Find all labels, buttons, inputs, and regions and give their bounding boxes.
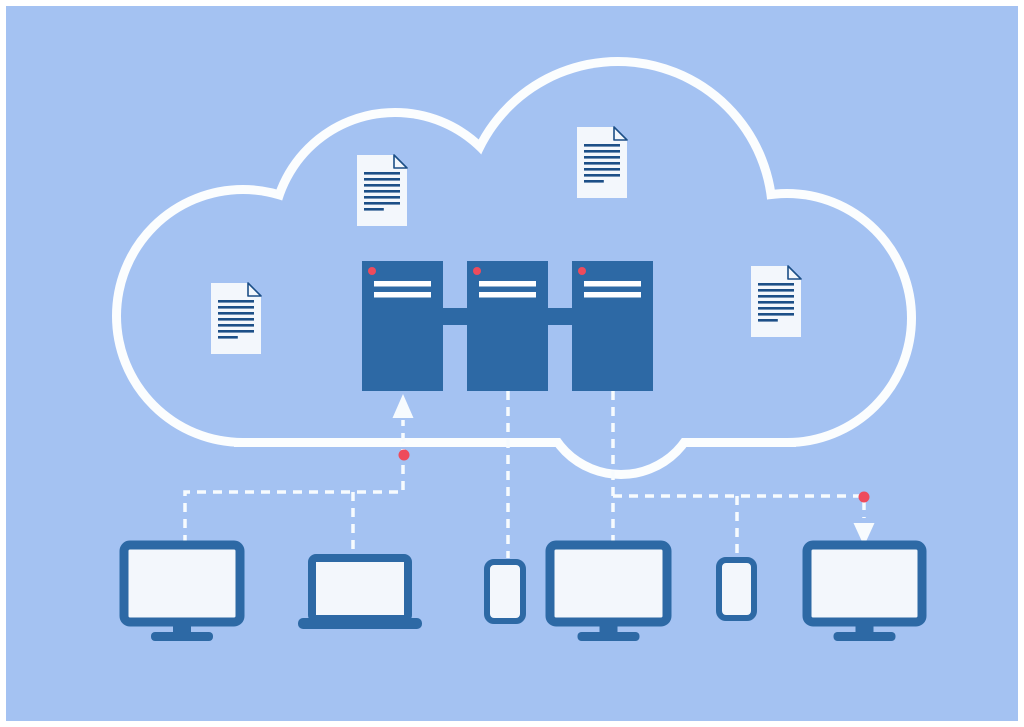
document-text-line <box>584 180 604 183</box>
desktop-monitor-icon-3 <box>802 540 927 641</box>
document-text-line <box>218 330 254 333</box>
monitor-screen <box>119 540 245 627</box>
connections <box>183 391 875 558</box>
monitor-base <box>833 632 896 641</box>
document-text-line <box>364 184 400 187</box>
monitor-base <box>151 632 213 641</box>
document-fold <box>613 126 628 141</box>
server-body <box>362 261 443 391</box>
document-icon-4 <box>751 265 802 337</box>
server-tower-1 <box>362 261 443 391</box>
server-stripe <box>374 292 431 298</box>
document-text-line <box>758 289 794 292</box>
document-text-line <box>218 300 254 303</box>
transfer-dot <box>858 491 870 503</box>
document-text-line <box>584 156 620 159</box>
server-connector <box>443 308 467 325</box>
server-stripe <box>584 281 641 287</box>
download-arrow-icon <box>853 523 875 546</box>
document-fold <box>393 154 408 169</box>
document-text-line <box>218 312 254 315</box>
laptop-icon <box>298 554 422 629</box>
server-tower-3 <box>572 261 653 391</box>
desktop-monitor-icon-2 <box>545 540 672 641</box>
server-stripe <box>374 281 431 287</box>
server-body <box>572 261 653 391</box>
server-connector <box>548 308 572 325</box>
document-fold <box>787 265 802 280</box>
document-text-line <box>758 307 794 310</box>
monitor-base <box>577 632 640 641</box>
document-text-line <box>364 196 400 199</box>
laptop-screen <box>308 554 412 623</box>
document-text-line <box>758 319 778 322</box>
document-text-line <box>218 306 254 309</box>
document-text-line <box>584 168 620 171</box>
server-stripe <box>479 281 536 287</box>
document-text-line <box>364 178 400 181</box>
document-icon-2 <box>577 126 628 198</box>
document-icon-1 <box>357 154 408 226</box>
document-text-line <box>218 324 254 327</box>
smartphone-icon-2 <box>716 557 757 621</box>
monitor-screen <box>545 540 672 627</box>
document-text-line <box>758 295 794 298</box>
document-text-line <box>364 208 384 211</box>
document-text-line <box>364 202 400 205</box>
document-text-line <box>584 144 620 147</box>
document-text-line <box>218 336 238 339</box>
document-icon-3 <box>211 282 262 354</box>
document-text-line <box>584 162 620 165</box>
transfer-dot <box>398 449 410 461</box>
smartphone-icon-1 <box>484 559 526 624</box>
server-stripe <box>584 292 641 298</box>
document-text-line <box>758 283 794 286</box>
upload-arrow-icon <box>392 394 414 418</box>
server-led <box>578 267 586 275</box>
document-text-line <box>364 172 400 175</box>
server-led <box>473 267 481 275</box>
laptop-base <box>298 618 422 629</box>
document-text-line <box>584 150 620 153</box>
monitor-screen <box>802 540 927 627</box>
document-fold <box>247 282 262 297</box>
server-led <box>368 267 376 275</box>
document-text-line <box>218 318 254 321</box>
server-stripe <box>479 292 536 298</box>
desktop-monitor-icon-1 <box>119 540 245 641</box>
document-text-line <box>758 301 794 304</box>
server-tower-2 <box>467 261 548 391</box>
document-text-line <box>364 190 400 193</box>
document-text-line <box>758 313 794 316</box>
server-rack <box>362 261 653 391</box>
server-body <box>467 261 548 391</box>
link-monitor-3 <box>613 494 866 518</box>
document-text-line <box>584 174 620 177</box>
